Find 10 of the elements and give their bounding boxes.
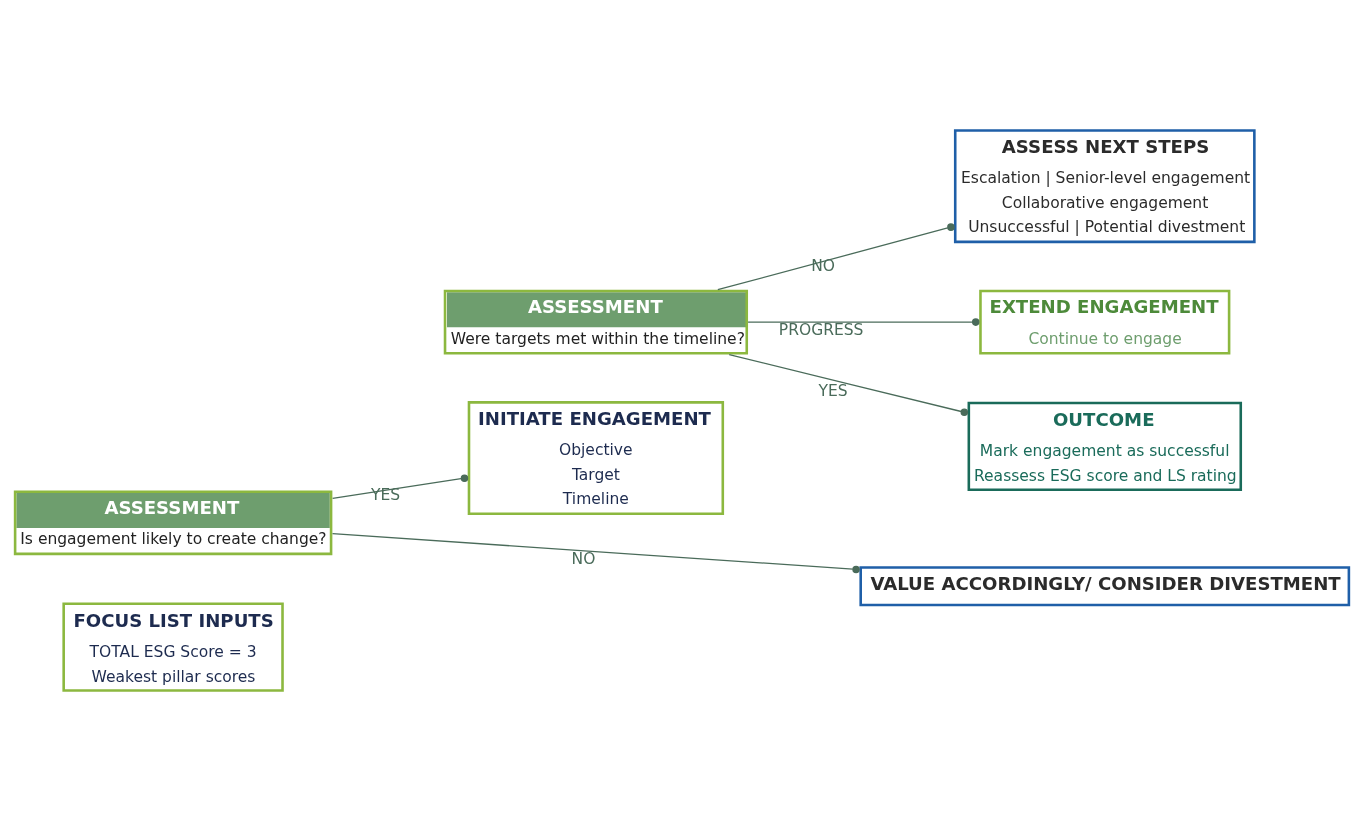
connector [331,533,860,574]
edge-label: PROGRESS [778,320,864,339]
edge-label: NO [571,550,596,569]
connector [747,318,980,326]
edge-label: YES [818,382,848,401]
edge-label: YES [370,486,401,505]
connector [728,353,969,416]
connector [717,223,955,291]
connector [332,474,469,500]
edge-label: NO [811,256,836,275]
